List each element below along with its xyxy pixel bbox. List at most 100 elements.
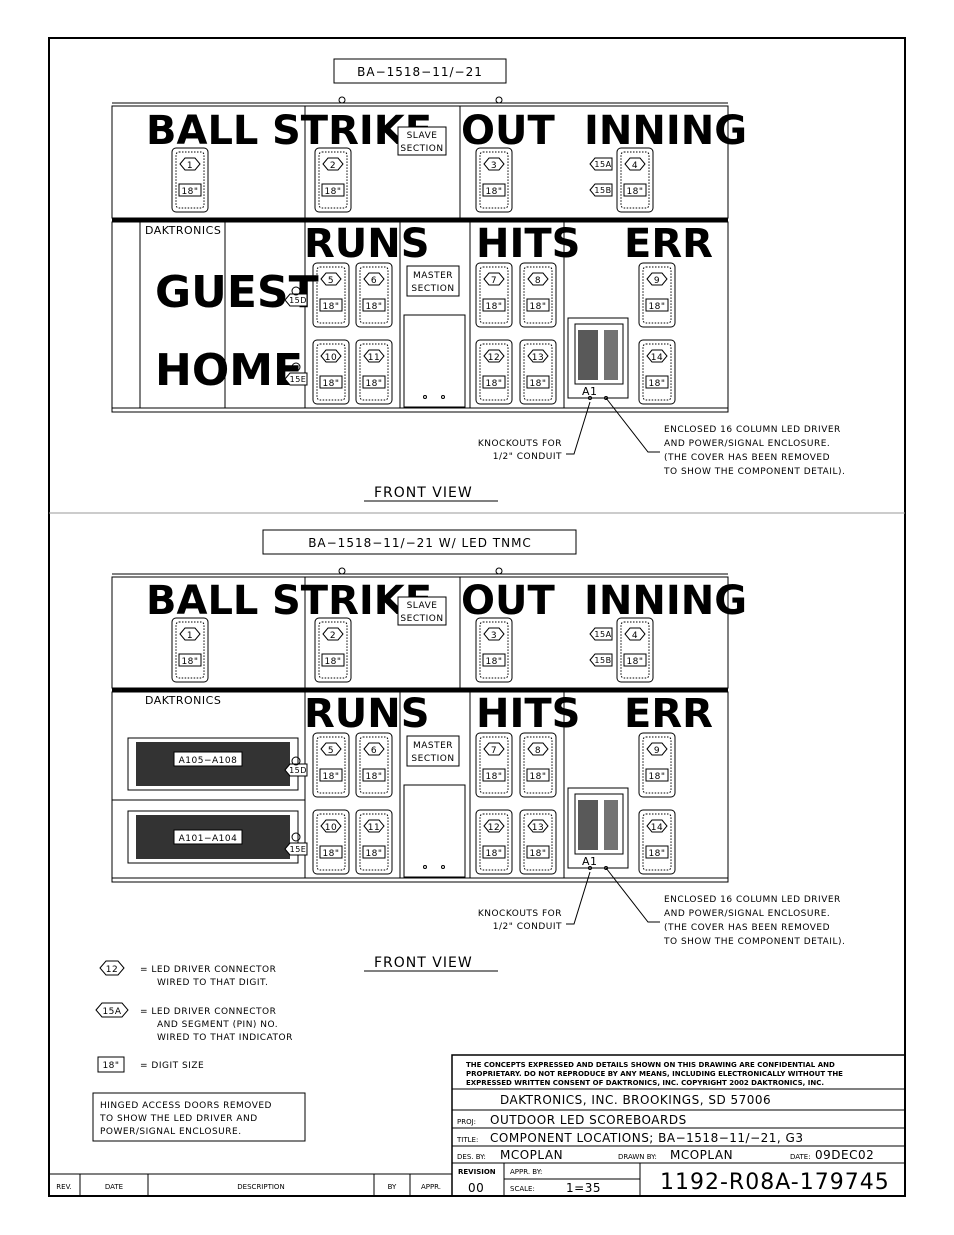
digit-size: 18": [324, 657, 341, 667]
slave-label: SLAVE: [407, 131, 438, 141]
indicator-lamp-icon: [291, 362, 301, 372]
digit-number: 4: [632, 161, 638, 171]
digit-module: 318": [475, 617, 513, 683]
legend-segment-text-1: = LED DRIVER CONNECTOR: [140, 1007, 276, 1017]
indicator-lamp-icon: [291, 756, 301, 766]
knockout-note-1: KNOCKOUTS FOR: [478, 909, 562, 919]
view-label: FRONT VIEW: [374, 955, 473, 971]
model-label: BA−1518−11/−21 W/ LED TNMC: [308, 536, 532, 550]
title-hits: HITS: [476, 221, 580, 267]
title-runs: RUNS: [304, 691, 430, 737]
indicator-label: 15B: [594, 186, 611, 195]
project: OUTDOOR LED SCOREBOARDS: [490, 1113, 687, 1127]
legend-size-symbol: 18": [102, 1061, 119, 1071]
brand: DAKTRONICS: [145, 224, 221, 237]
digit-size: 18": [365, 772, 382, 782]
legend-segment-text-3: WIRED TO THAT INDICATOR: [157, 1033, 293, 1043]
digit-size: 18": [322, 302, 339, 312]
digit-number: 14: [651, 353, 663, 363]
panel-label: A101−A104: [179, 834, 238, 844]
segment-symbol-icon: [95, 1002, 129, 1018]
digit-number: 12: [488, 823, 500, 833]
digit-size: 18": [485, 302, 502, 312]
master-label-2: SECTION: [411, 284, 454, 294]
digit-module: 5 18": [312, 732, 350, 798]
digit-number: 7: [491, 746, 497, 756]
digit-module: 818": [519, 732, 557, 798]
digit-size: 18": [322, 379, 339, 389]
digit-size: 18": [485, 379, 502, 389]
master-label-2: SECTION: [411, 754, 454, 764]
description-header: DESCRIPTION: [237, 1183, 284, 1191]
digit-module: 518": [312, 262, 350, 328]
enclosure-note-1: ENCLOSED 16 COLUMN LED DRIVER: [664, 895, 841, 905]
master-panel: [403, 784, 466, 878]
title-runs: RUNS: [304, 221, 430, 267]
digit-module: 618": [355, 262, 393, 328]
brand: DAKTRONICS: [145, 694, 221, 707]
led-driver-enclosure: A1: [567, 317, 629, 400]
digit-size: 18": [322, 849, 339, 859]
indicator-label: 15A: [594, 630, 611, 639]
digit-size: 18": [365, 379, 382, 389]
digit-number: 2: [330, 161, 336, 171]
digit-number: 1: [187, 631, 193, 641]
digit-number: 2: [330, 631, 336, 641]
knockout-note-1: KNOCKOUTS FOR: [478, 439, 562, 449]
legend-note-3: POWER/SIGNAL ENCLOSURE.: [100, 1127, 242, 1137]
digit-number: 10: [325, 823, 337, 833]
digit-module: 10 18": [312, 809, 350, 875]
digit-size: 18": [181, 657, 198, 667]
digit-module: 418": [616, 617, 654, 683]
indicator-connector: 15B: [589, 653, 613, 667]
led-panel-a101: A101−A104: [127, 810, 299, 864]
title-inning: INNING: [584, 578, 747, 624]
digit-size: 18": [365, 302, 382, 312]
digit-module: 12 18": [475, 809, 513, 875]
indicator-lamp-icon: [291, 286, 301, 296]
drawing-number: 1192-R08A-179745: [660, 1170, 890, 1195]
digit-size: 18": [626, 657, 643, 667]
indicator-label: 15E: [290, 845, 307, 854]
led-driver-enclosure: A1: [567, 787, 629, 870]
digit-number: 1: [187, 161, 193, 171]
digit-size: 18": [529, 302, 546, 312]
digit-number: 13: [532, 353, 544, 363]
legend-note-2: TO SHOW THE LED DRIVER AND: [99, 1114, 258, 1124]
digit-module: 918": [638, 262, 676, 328]
enclosure-note-2: AND POWER/SIGNAL ENCLOSURE.: [664, 439, 830, 449]
enclosure-note-4: TO SHOW THE COMPONENT DETAIL).: [663, 467, 845, 477]
digit-module: 418": [616, 147, 654, 213]
digit-number: 5: [328, 746, 334, 756]
model-label: BA−1518−11/−21: [357, 65, 483, 79]
digit-size: 18": [485, 849, 502, 859]
digit-module: 718": [475, 262, 513, 328]
date-label: DATE:: [790, 1153, 811, 1161]
revision: 00: [468, 1181, 484, 1195]
appr-label: APPR. BY:: [510, 1168, 542, 1176]
digit-number: 12: [488, 353, 500, 363]
indicator-connector: 15D: [284, 293, 308, 307]
indicator-label: 15B: [594, 656, 611, 665]
digit-number: 9: [654, 276, 660, 286]
digit-size: 18": [322, 772, 339, 782]
digit-number: 3: [491, 161, 497, 171]
digit-module: 718": [475, 732, 513, 798]
digit-number: 11: [368, 353, 380, 363]
digit-module: 1 18": [171, 617, 209, 683]
indicator-connector: 15B: [589, 183, 613, 197]
digit-size: 18": [648, 772, 665, 782]
digit-number: 14: [651, 823, 663, 833]
digit-module: 818": [519, 262, 557, 328]
enclosure-label: A1: [582, 385, 598, 398]
rev-header: REV.: [56, 1183, 71, 1191]
company: DAKTRONICS, INC. BROOKINGS, SD 57006: [500, 1093, 771, 1107]
digit-number: 9: [654, 746, 660, 756]
indicator-connector: 15A: [589, 627, 613, 641]
indicator-connector: 15E: [284, 372, 308, 386]
digit-size: 18": [485, 187, 502, 197]
digit-size: 18": [529, 849, 546, 859]
